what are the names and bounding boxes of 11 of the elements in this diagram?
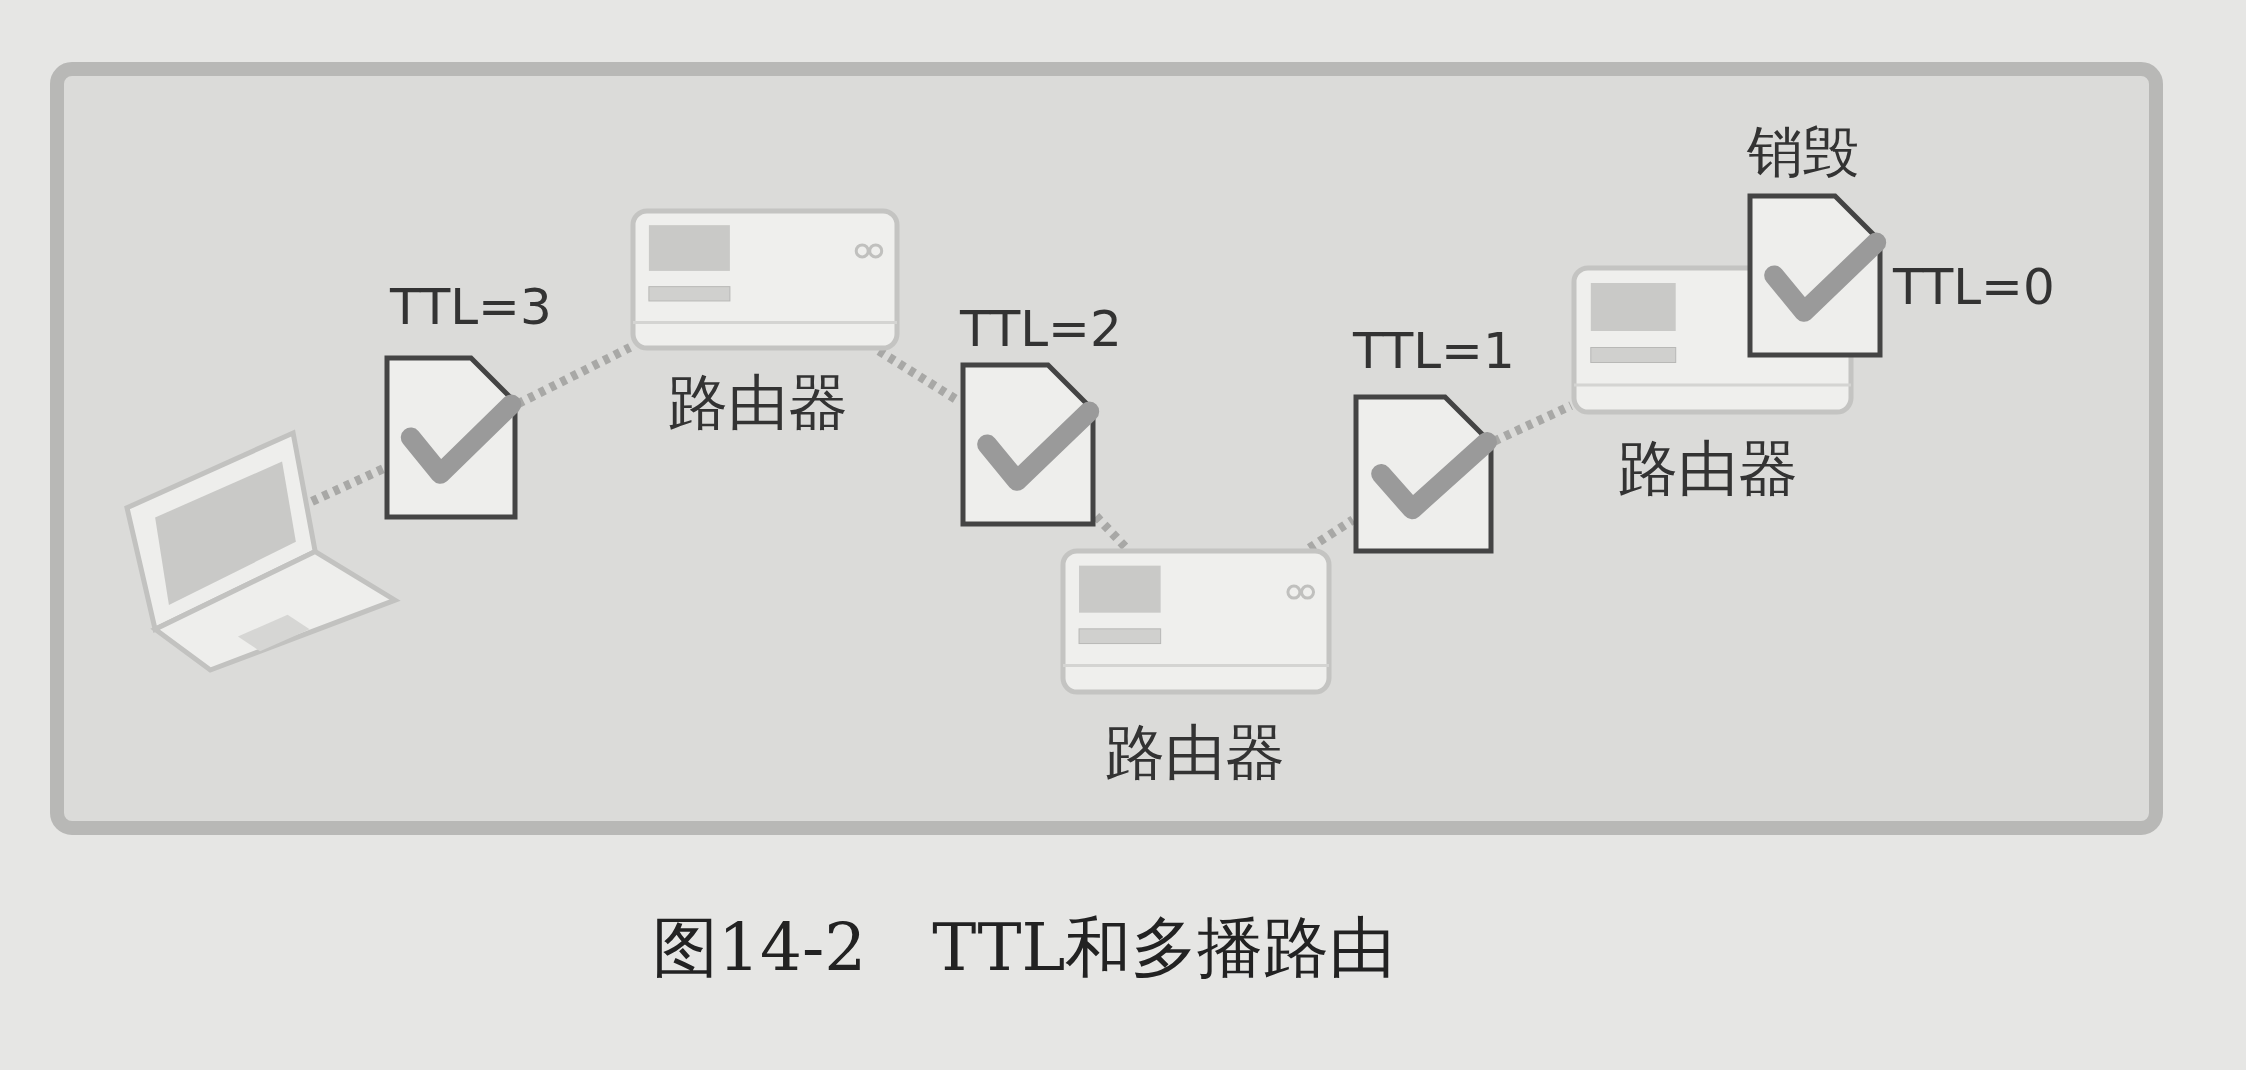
ttl-label: TTL=2 [960,304,1122,354]
router-label: 路由器 [1618,438,1798,498]
figure-caption: 图14-2 TTL和多播路由 [652,915,1396,981]
router-label: 路由器 [1105,722,1285,782]
discard-label: 销毁 [1747,124,1859,180]
ttl-label: TTL=1 [1353,326,1515,376]
ttl-label: TTL=0 [1893,262,2055,312]
router-label: 路由器 [668,372,848,432]
connector-line [1492,401,1573,446]
connector-line [310,464,386,506]
ttl-label: TTL=3 [390,282,552,332]
